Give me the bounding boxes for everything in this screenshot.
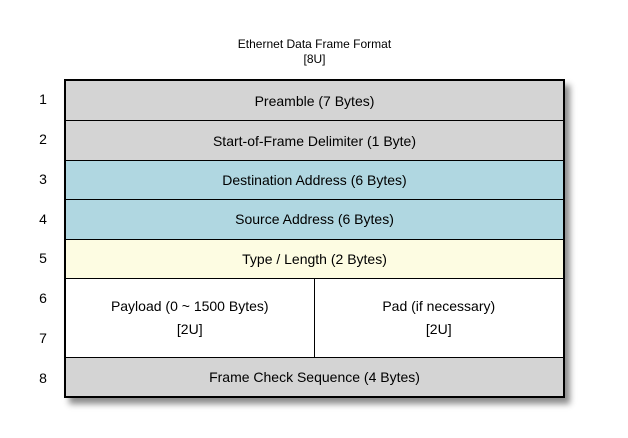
row-number-2: 2 bbox=[39, 130, 47, 147]
field-payload: Payload (0 ~ 1500 Bytes) [2U] bbox=[66, 278, 315, 357]
field-payload-pad-row: Payload (0 ~ 1500 Bytes) [2U] Pad (if ne… bbox=[66, 277, 564, 357]
diagram-title-line1: Ethernet Data Frame Format bbox=[237, 37, 392, 51]
field-source-address-label: Source Address (6 Bytes) bbox=[235, 211, 394, 228]
field-payload-label: Payload (0 ~ 1500 Bytes) bbox=[110, 298, 269, 315]
row-number-column: 1 2 3 4 5 6 7 8 bbox=[28, 79, 58, 398]
row-number-8: 8 bbox=[39, 370, 47, 387]
diagram-title: Ethernet Data Frame Format [8U] bbox=[64, 37, 565, 67]
diagram-title-line2: [8U] bbox=[303, 52, 326, 66]
field-type-length: Type / Length (2 Bytes) bbox=[66, 238, 563, 278]
field-payload-units: [2U] bbox=[176, 321, 203, 338]
field-frame-check-sequence-label: Frame Check Sequence (4 Bytes) bbox=[209, 368, 420, 385]
field-preamble-label: Preamble (7 Bytes) bbox=[254, 92, 375, 109]
field-preamble: Preamble (7 Bytes) bbox=[66, 81, 563, 121]
row-number-7: 7 bbox=[39, 330, 47, 347]
row-number-5: 5 bbox=[39, 250, 47, 267]
frame-format-table: Preamble (7 Bytes) Start-of-Frame Delimi… bbox=[64, 79, 565, 398]
field-destination-address: Destination Address (6 Bytes) bbox=[66, 159, 563, 200]
field-sof-delimiter-label: Start-of-Frame Delimiter (1 Byte) bbox=[212, 132, 417, 149]
field-pad-label: Pad (if necessary) bbox=[382, 298, 496, 315]
field-source-address: Source Address (6 Bytes) bbox=[66, 199, 563, 239]
field-type-length-label: Type / Length (2 Bytes) bbox=[242, 250, 387, 267]
row-number-1: 1 bbox=[39, 90, 47, 107]
field-pad: Pad (if necessary) [2U] bbox=[315, 279, 564, 357]
row-number-3: 3 bbox=[39, 170, 47, 187]
field-frame-check-sequence: Frame Check Sequence (4 Bytes) bbox=[66, 356, 563, 396]
row-number-6: 6 bbox=[39, 290, 47, 307]
field-sof-delimiter: Start-of-Frame Delimiter (1 Byte) bbox=[66, 120, 563, 160]
field-pad-units: [2U] bbox=[425, 321, 452, 338]
row-number-4: 4 bbox=[39, 210, 47, 227]
field-destination-address-label: Destination Address (6 Bytes) bbox=[222, 171, 407, 188]
